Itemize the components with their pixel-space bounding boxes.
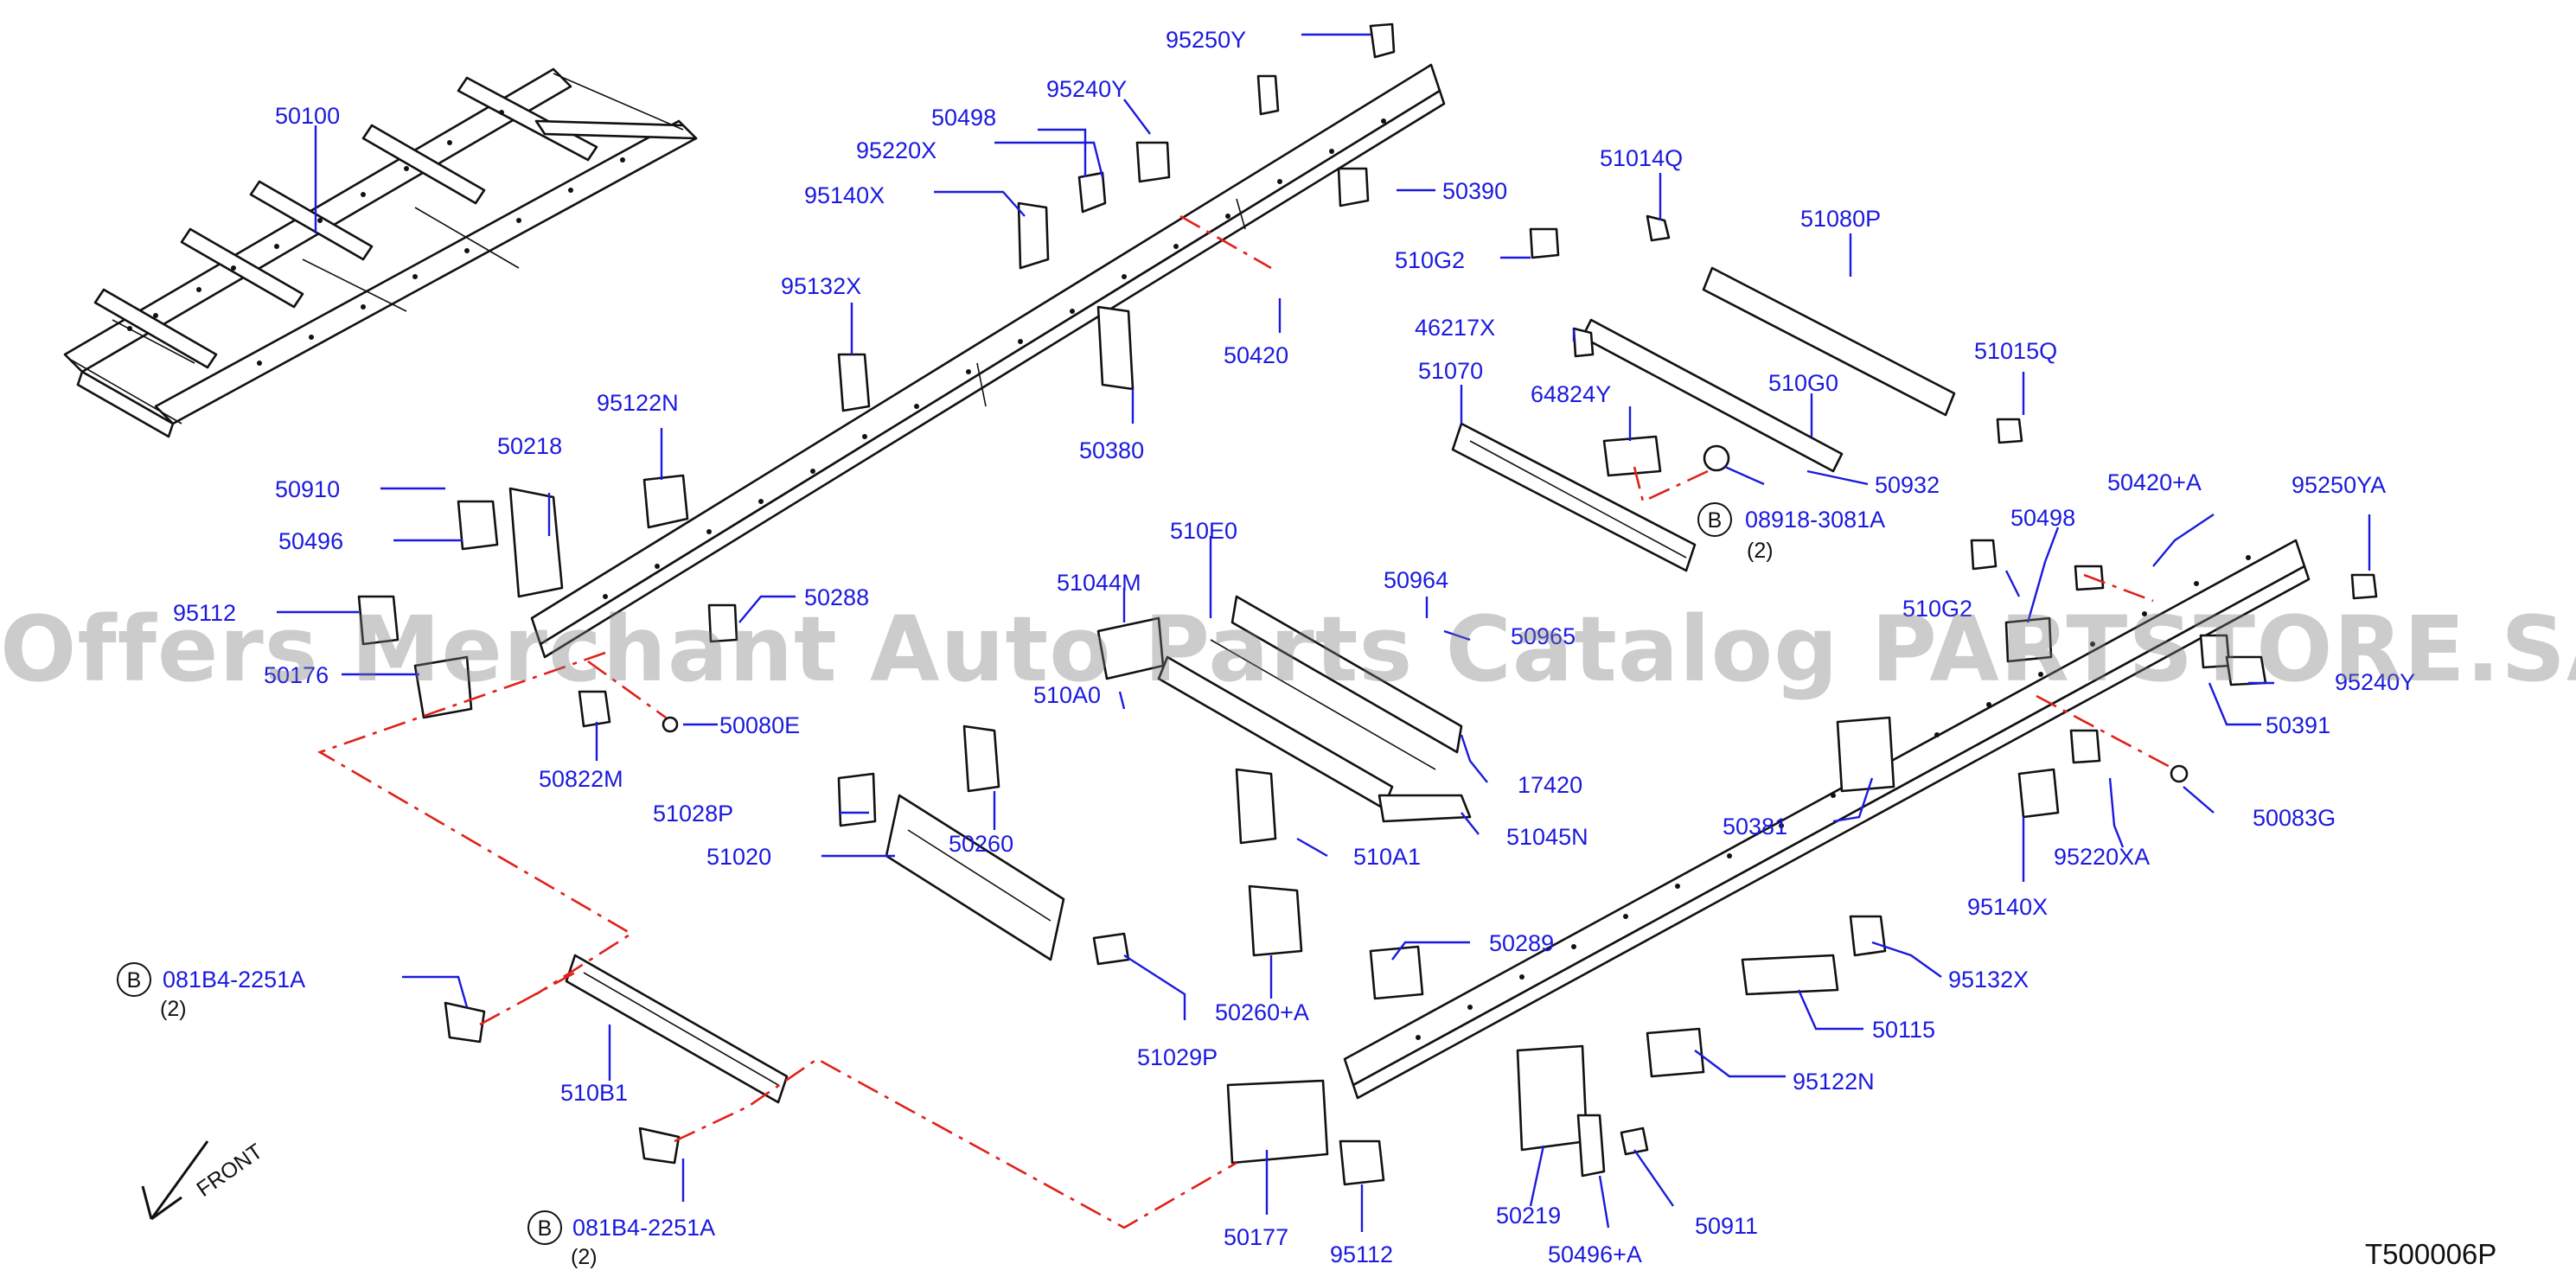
label-08918-3081a: 08918-3081A [1745, 507, 1885, 533]
label-50260-a: 50260+A [1215, 999, 1309, 1025]
label-95140x: 95140X [804, 182, 885, 208]
label-50932: 50932 [1875, 472, 1940, 498]
label-95220x: 95220X [856, 137, 936, 163]
label-510a0: 510A0 [1033, 682, 1101, 708]
label-17420: 17420 [1518, 772, 1582, 798]
front-arrow-indicator: FRONT [141, 1139, 267, 1221]
label-50390: 50390 [1442, 178, 1507, 204]
label-50381: 50381 [1723, 814, 1787, 839]
badge-b-081b4-upper: B [127, 968, 142, 993]
front-arrow-icon [141, 1140, 209, 1221]
label-50219: 50219 [1496, 1203, 1561, 1229]
label-50964: 50964 [1384, 567, 1448, 593]
label-50420: 50420 [1224, 342, 1288, 368]
qty-08918-3081a: (2) [1747, 539, 1774, 563]
label-64824y: 64824Y [1531, 381, 1611, 407]
label-081b4-2251a-upper: 081B4-2251A [163, 967, 305, 993]
label-50080e: 50080E [719, 712, 800, 738]
label-95250ya: 95250YA [2292, 472, 2386, 498]
label-50498-lower: 50498 [2010, 505, 2075, 531]
drawing-code: T500006P [2365, 1238, 2497, 1270]
label-51080p: 51080P [1800, 206, 1881, 232]
label-50965: 50965 [1511, 623, 1576, 649]
label-50176: 50176 [264, 662, 329, 688]
label-510e0: 510E0 [1170, 518, 1237, 544]
label-95140x-lower: 95140X [1967, 894, 2048, 920]
label-50822m: 50822M [539, 766, 623, 792]
label-95122n: 95122N [597, 390, 679, 416]
assembly-reference-lines [316, 214, 2176, 1229]
label-50115: 50115 [1872, 1017, 1935, 1043]
label-46217x: 46217X [1415, 315, 1495, 341]
label-51029p: 51029P [1137, 1044, 1218, 1070]
label-95122n-lower: 95122N [1793, 1069, 1875, 1095]
label-50910: 50910 [275, 476, 340, 502]
right-side-rail-illustration [1343, 539, 2311, 1100]
crossmember-51070-illustration [1451, 422, 1697, 572]
label-510a1: 510A1 [1353, 844, 1421, 870]
bolt-standard-badges: B B B [117, 502, 1732, 1245]
label-95250y: 95250Y [1166, 27, 1246, 53]
label-51015q: 51015Q [1974, 338, 2057, 364]
label-51044m: 51044M [1057, 570, 1141, 596]
label-51028p: 51028P [653, 801, 733, 827]
crossmember-51020-illustration [885, 794, 1065, 961]
label-510g0: 510G0 [1768, 370, 1838, 396]
label-50288: 50288 [804, 584, 869, 610]
label-95240y: 95240Y [1046, 76, 1127, 102]
label-95240y-lower: 95240Y [2335, 669, 2415, 695]
part-number-labels: 50100 95250Y 95240Y 50498 95220X 95140X … [160, 27, 2415, 1269]
label-510g2-lower: 510G2 [1902, 596, 1972, 622]
label-50177: 50177 [1224, 1224, 1288, 1250]
left-side-rail-illustration [530, 63, 1446, 659]
label-95132x-lower: 95132X [1948, 967, 2029, 993]
label-50083g: 50083G [2253, 805, 2336, 831]
label-510b1: 510B1 [560, 1080, 628, 1106]
label-50100: 50100 [275, 103, 340, 129]
crossmember-51080p-illustration [1702, 266, 1956, 417]
label-51020: 51020 [706, 844, 771, 870]
qty-081b4-2251a-lower: (2) [571, 1245, 598, 1269]
label-50218: 50218 [497, 433, 562, 459]
crossmember-510e0-illustration [1157, 595, 1463, 810]
label-95220xa: 95220XA [2054, 844, 2150, 870]
label-95112: 95112 [173, 600, 236, 626]
frame-assembly-illustration [63, 67, 698, 438]
label-51014q: 51014Q [1600, 145, 1683, 171]
label-50496-a: 50496+A [1548, 1242, 1642, 1267]
badge-b-08918: B [1708, 508, 1723, 533]
label-081b4-2251a-lower: 081B4-2251A [572, 1215, 715, 1241]
label-50260: 50260 [949, 831, 1013, 857]
qty-081b4-2251a-upper: (2) [160, 997, 187, 1021]
label-95112-lower: 95112 [1330, 1242, 1393, 1267]
badge-b-081b4-lower: B [538, 1216, 553, 1241]
label-95132x: 95132X [781, 273, 861, 299]
bracket-parts-illustration [357, 22, 2378, 1186]
label-50420-a: 50420+A [2107, 469, 2202, 495]
label-50911: 50911 [1695, 1213, 1758, 1239]
label-50380: 50380 [1079, 437, 1144, 463]
label-50496: 50496 [278, 528, 343, 554]
label-50498-upper: 50498 [931, 105, 996, 131]
label-51045n: 51045N [1506, 824, 1588, 850]
leader-lines [277, 33, 2371, 1232]
label-50391: 50391 [2266, 712, 2330, 738]
label-51070: 51070 [1418, 358, 1483, 384]
label-50289: 50289 [1489, 930, 1554, 956]
label-510g2-upper: 510G2 [1395, 247, 1465, 273]
